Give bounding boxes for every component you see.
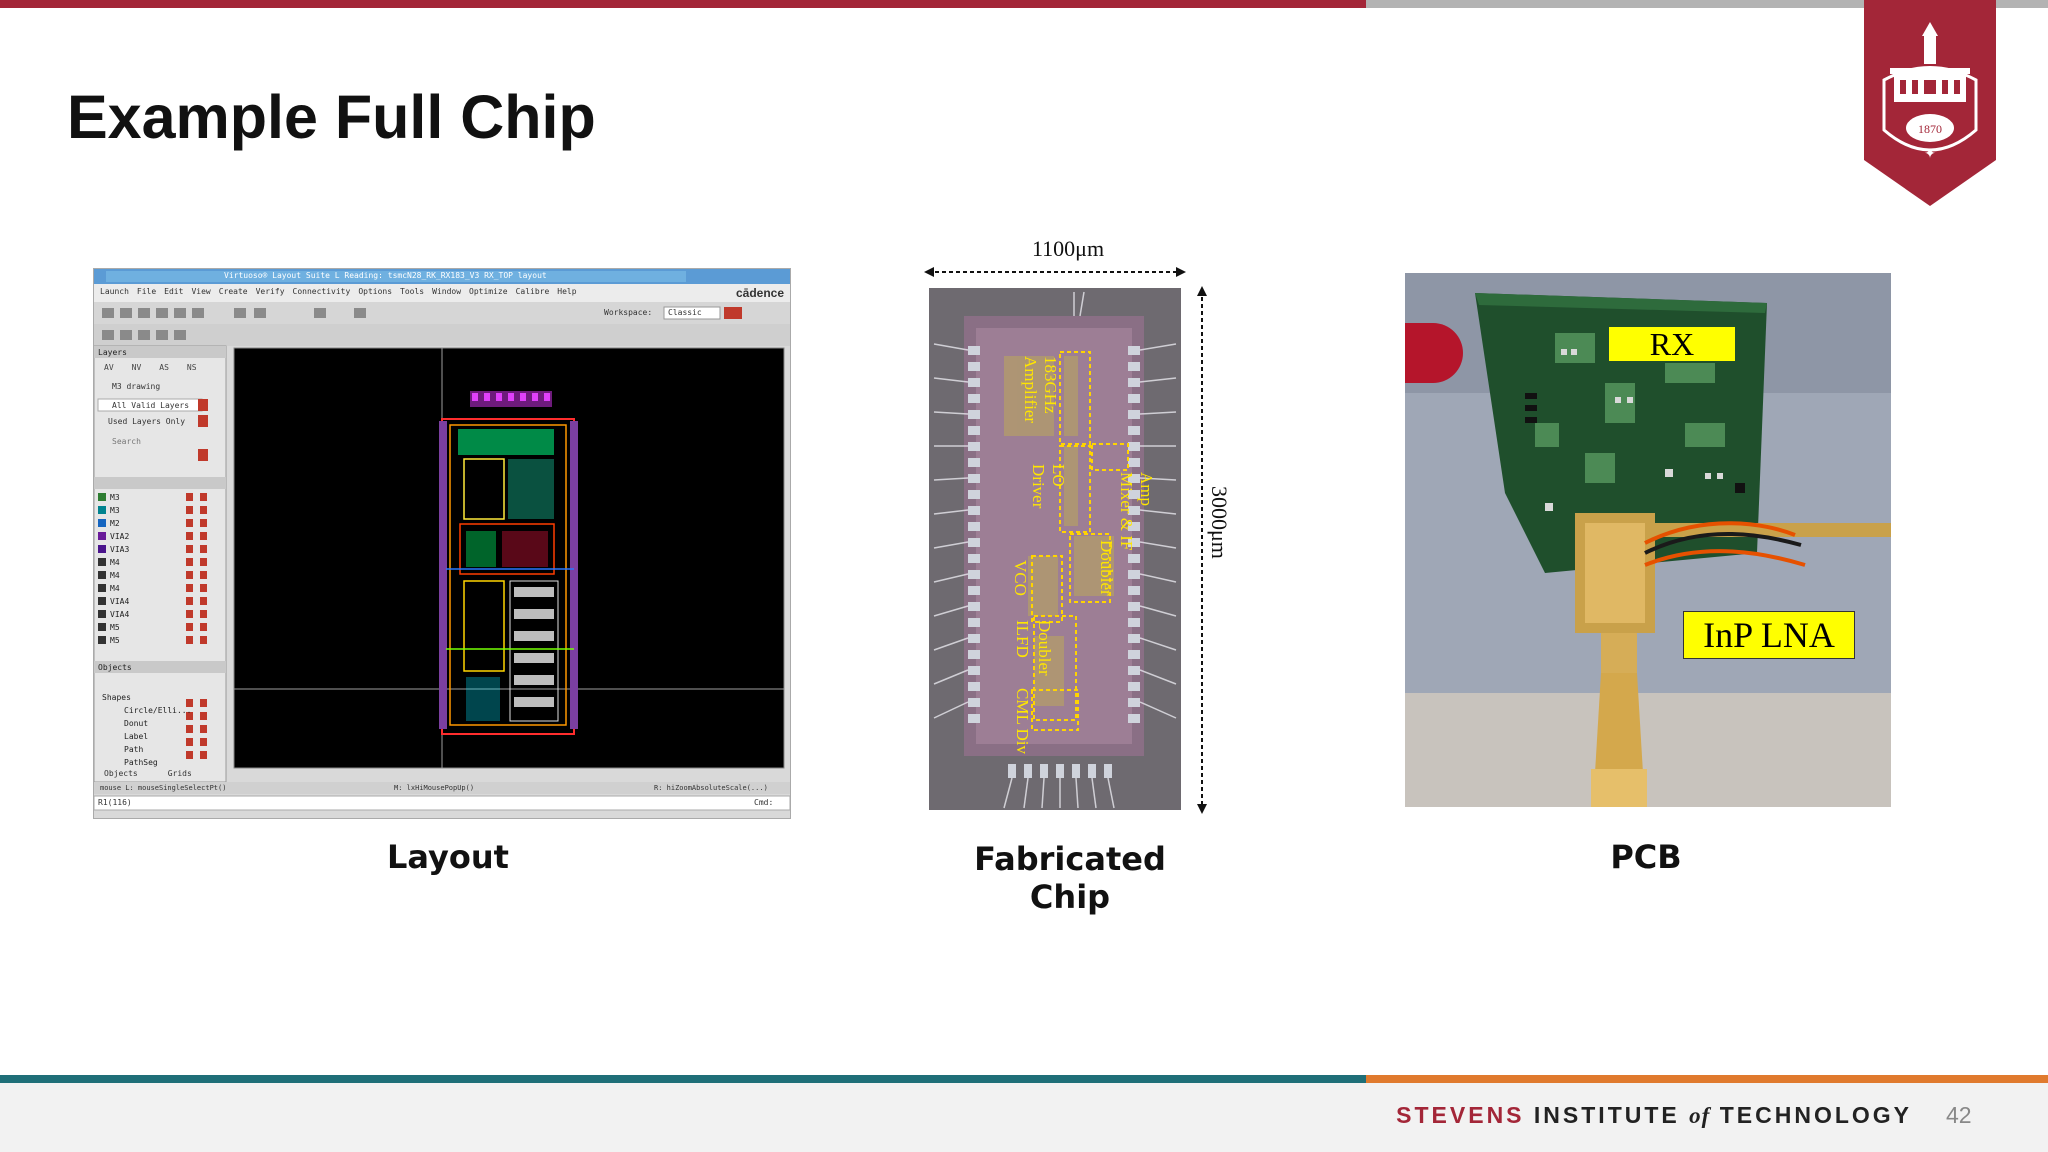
tab-objects[interactable]: Objects: [104, 769, 138, 778]
chip-caption: Fabricated Chip: [974, 840, 1166, 916]
layer-row[interactable]: M4: [110, 558, 120, 567]
top-accent-bar-gray: [1366, 0, 2048, 8]
layers-panel-header: Layers: [98, 348, 127, 357]
menu-item-connectivity[interactable]: Connectivity: [292, 287, 351, 296]
block-label-doubler-1: Doubler: [1097, 540, 1116, 596]
layer-search-input[interactable]: Search: [112, 437, 141, 446]
pcb-label-rx: RX: [1609, 327, 1735, 361]
layer-tab-as[interactable]: AS: [159, 363, 169, 372]
object-row[interactable]: Circle/Elli...: [124, 706, 192, 715]
menu-item-calibre[interactable]: Calibre: [515, 287, 550, 296]
layer-selected-field[interactable]: M3 drawing: [112, 382, 161, 391]
command-prompt[interactable]: R1(116): [98, 798, 132, 807]
objects-list: Shapes Circle/Elli... Donut Label Path P…: [102, 691, 191, 769]
menu-item-tools[interactable]: Tools: [400, 287, 425, 296]
status-mouse-left: mouse L: mouseSingleSelectPt(): [100, 784, 227, 792]
status-mouse-middle: M: lxHiMousePopUp(): [394, 784, 475, 792]
chip-width-label: 1100μm: [1032, 236, 1105, 261]
seal-year: 1870: [1918, 122, 1942, 136]
footer-technology: TECHNOLOGY: [1719, 1102, 1912, 1128]
block-label-cml-div: CML Div: [1013, 688, 1032, 754]
block-label-amplifier: 183GHz Amplifier: [1021, 356, 1060, 424]
svg-text:✦: ✦: [1924, 146, 1936, 162]
layer-row[interactable]: M5: [110, 623, 120, 632]
valid-layers-filter[interactable]: All Valid Layers: [112, 401, 190, 410]
layout-screenshot: Virtuoso® Layout Suite L Reading: tsmcN2…: [93, 268, 791, 819]
slide-title: Example Full Chip: [67, 83, 596, 151]
object-row[interactable]: PathSeg: [124, 758, 158, 767]
top-accent-bar-red: [0, 0, 1366, 8]
block-label-ilfd: ILFD: [1013, 620, 1032, 658]
fabricated-chip-figure: 1100μm 3000μm 183GHz Amplifier LO Driver…: [924, 236, 1240, 816]
layer-row[interactable]: VIA2: [110, 532, 130, 541]
menu-item-view[interactable]: View: [191, 287, 211, 296]
layer-row[interactable]: M5: [110, 636, 120, 645]
cadence-brand: cādence: [735, 286, 784, 300]
layer-tab-nv[interactable]: NV: [131, 363, 142, 372]
object-row[interactable]: Path: [124, 745, 144, 754]
layout-window-title: Virtuoso® Layout Suite L Reading: tsmcN2…: [224, 271, 547, 280]
layer-tabs: AV NV AS NS: [104, 363, 197, 372]
menu-item-optimize[interactable]: Optimize: [469, 287, 508, 296]
menu-item-launch[interactable]: Launch: [100, 287, 129, 296]
menu-item-help[interactable]: Help: [557, 287, 577, 296]
layer-row[interactable]: VIA3: [110, 545, 130, 554]
footer-stevens: STEVENS: [1396, 1102, 1525, 1128]
layout-menu-bar: Launch File Edit View Create Verify Conn…: [100, 287, 577, 296]
page-number: 42: [1946, 1102, 1972, 1128]
pcb-photo: RX InP LNA: [1405, 273, 1891, 807]
object-row[interactable]: Label: [124, 732, 149, 741]
status-mouse-right: R: hiZoomAbsoluteScale(...): [654, 784, 768, 792]
layer-row[interactable]: M4: [110, 584, 120, 593]
layer-row[interactable]: M4: [110, 571, 120, 580]
block-label-vco: VCO: [1011, 560, 1030, 596]
layout-caption: Layout: [387, 838, 509, 876]
pcb-caption: PCB: [1610, 838, 1682, 876]
stevens-seal-logo: 1870 ✦: [1864, 0, 1996, 206]
panel-bottom-tabs: Objects Grids: [104, 769, 192, 778]
layer-list: M3 M3 M2 VIA2 VIA3 M4 M4 M4 VIA4 VIA4 M5…: [110, 491, 129, 647]
workspace-label: Workspace:: [604, 308, 653, 317]
layer-row[interactable]: M3: [110, 506, 120, 515]
menu-item-window[interactable]: Window: [432, 287, 462, 296]
layer-row[interactable]: M2: [110, 519, 120, 528]
objects-panel-header: Objects: [98, 663, 132, 672]
layer-tab-ns[interactable]: NS: [186, 363, 197, 372]
layer-tab-av[interactable]: AV: [104, 363, 114, 372]
footer-accent-bar-teal: [0, 1075, 1366, 1083]
layer-row[interactable]: VIA4: [110, 610, 130, 619]
object-row[interactable]: Shapes: [102, 693, 131, 702]
layer-row[interactable]: M3: [110, 493, 120, 502]
block-label-lo-driver: LO Driver: [1029, 464, 1068, 509]
footer-institute: INSTITUTE: [1533, 1102, 1680, 1128]
chip-height-label: 3000μm: [1207, 486, 1232, 559]
menu-item-create[interactable]: Create: [218, 287, 248, 296]
footer-of: of: [1689, 1103, 1711, 1128]
workspace-select[interactable]: Classic: [668, 308, 702, 317]
tab-grids[interactable]: Grids: [167, 769, 192, 778]
footer: [0, 1083, 2048, 1152]
command-label: Cmd:: [754, 798, 774, 807]
object-row[interactable]: Donut: [124, 719, 149, 728]
block-label-doubler-2: Doubler: [1035, 620, 1054, 676]
layer-row[interactable]: VIA4: [110, 597, 130, 606]
pcb-label-inp-lna: InP LNA: [1683, 611, 1855, 659]
menu-item-file[interactable]: File: [136, 287, 157, 296]
menu-item-options[interactable]: Options: [358, 287, 393, 296]
used-layers-checkbox[interactable]: Used Layers Only: [108, 417, 186, 426]
menu-item-edit[interactable]: Edit: [164, 287, 184, 296]
footer-accent-bar-orange: [1366, 1075, 2048, 1083]
block-label-mixer: Mixer & IF Amp: [1117, 472, 1156, 551]
footer-institution-name: STEVENS INSTITUTE of TECHNOLOGY: [1396, 1102, 1912, 1129]
menu-item-verify[interactable]: Verify: [255, 287, 285, 296]
